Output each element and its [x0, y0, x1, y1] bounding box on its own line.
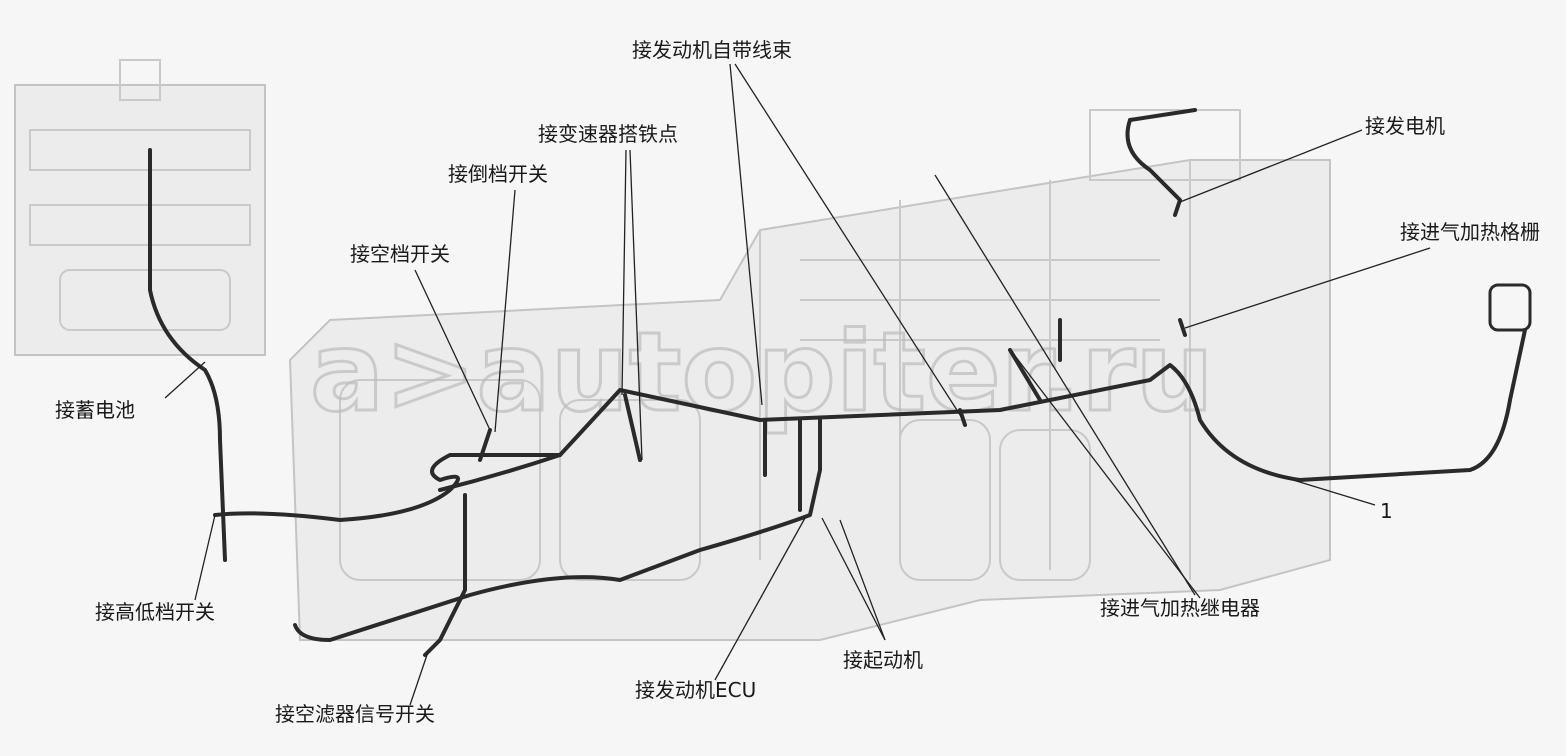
watermark: a>autopiter.ru [310, 308, 1214, 436]
label-reverse-switch: 接倒档开关 [448, 162, 548, 186]
label-hi-lo-switch: 接高低档开关 [95, 600, 215, 624]
label-intake-heater-relay: 接进气加热继电器 [1100, 596, 1260, 620]
leader-lines [164, 63, 1431, 706]
label-engine-ecu: 接发动机ECU [635, 678, 756, 702]
label-part-number: 1 [1380, 499, 1393, 523]
label-air-filter-switch: 接空滤器信号开关 [275, 702, 435, 726]
callout-labels: 接发动机自带线束 接变速器搭铁点 接倒档开关 接空档开关 接蓄电池 接高低档开关… [55, 38, 1540, 726]
label-starter: 接起动机 [843, 648, 923, 672]
label-generator: 接发电机 [1365, 114, 1445, 138]
label-battery: 接蓄电池 [55, 398, 135, 422]
engine-outline [14, 59, 1331, 641]
label-engine-own-harness: 接发动机自带线束 [632, 38, 792, 62]
wiring-harness [148, 108, 1532, 657]
label-intake-heater-grid: 接进气加热格栅 [1400, 220, 1540, 244]
label-neutral-switch: 接空档开关 [350, 242, 450, 266]
label-transmission-ground: 接变速器搭铁点 [538, 122, 678, 146]
